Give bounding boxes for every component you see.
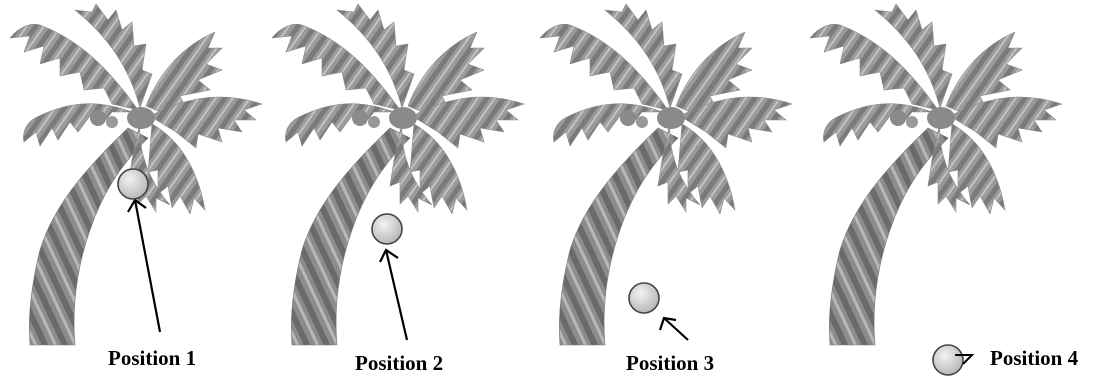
panel-3: Position 3 xyxy=(539,3,793,375)
palm-tree-icon xyxy=(271,3,525,346)
arrow-icon xyxy=(955,354,975,365)
ball-icon xyxy=(628,282,660,314)
position-label: Position 3 xyxy=(626,351,714,375)
ball-icon xyxy=(371,213,403,245)
position-label: Position 4 xyxy=(990,346,1079,370)
panel-2: Position 2 xyxy=(271,3,525,375)
palm-tree-icon xyxy=(539,3,793,346)
arrow-icon xyxy=(133,199,162,333)
arrow-icon xyxy=(663,317,689,341)
ball-icon xyxy=(117,168,149,200)
position-label: Position 1 xyxy=(108,346,196,370)
arrow-head-icon xyxy=(658,316,677,331)
panel-1: Position 1 xyxy=(9,3,263,370)
panel-4: Position 4 xyxy=(809,3,1079,376)
arrow-head-icon xyxy=(127,198,147,213)
position-label: Position 2 xyxy=(355,351,443,375)
arrow-icon xyxy=(384,249,409,341)
ball-icon xyxy=(932,344,964,376)
arrow-head-icon xyxy=(379,248,399,263)
palm-tree-icon xyxy=(809,3,1063,346)
